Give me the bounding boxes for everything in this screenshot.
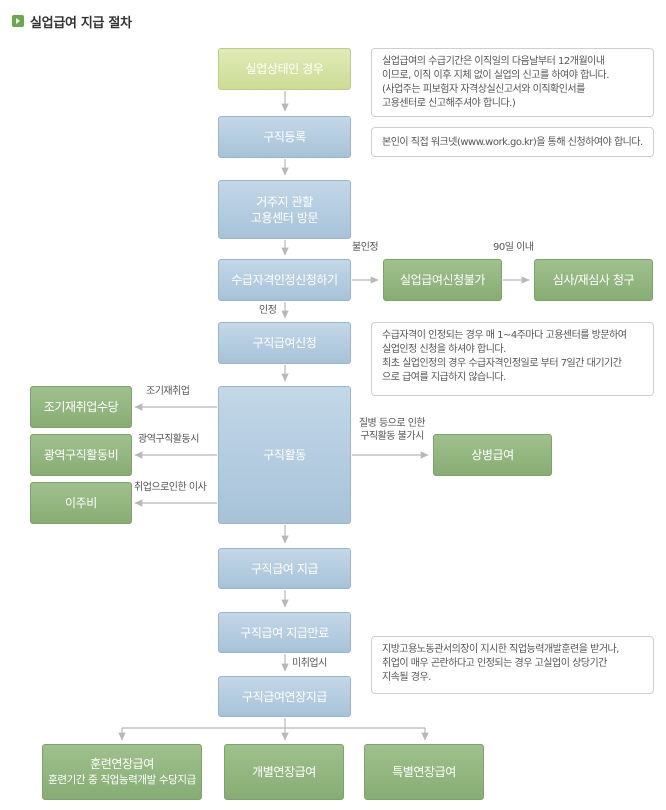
node-early-reemployment: 조기재취업수당: [30, 386, 132, 428]
label-within-90-days: 90일 이내: [493, 242, 534, 253]
note-claim-period-line2: 이므로, 이직 이후 지체 없이 실업의 신고를 하여야 합니다.: [382, 70, 609, 81]
note-extension: 지방고용노동관서의장이 지시한 직업능력개발훈련을 받거나, 취업이 매우 곤란…: [371, 636, 654, 694]
node-job-register: 구직등록: [218, 116, 351, 158]
label-not-approved: 불인정: [352, 242, 379, 253]
note-claim-period-line1: 실업급여의 수급기간은 이직일의 다음날부터 12개월이내: [382, 56, 605, 67]
note-claim-period-line4: 고용센터로 신고해주셔야 합니다.): [382, 98, 516, 109]
node-relocation: 이주비: [30, 482, 132, 524]
node-unemployed: 실업상태인 경우: [218, 48, 351, 90]
node-apply-benefit: 구직급여신청: [218, 322, 351, 364]
note-recognition-line4: 으로 급여를 지급하지 않습니다.: [382, 372, 506, 383]
node-job-search: 구직활동: [218, 386, 351, 524]
node-training-line1: 훈련연장급여: [90, 757, 154, 771]
note-extension-line2: 취업이 매우 곤란하다고 인정되는 경우 고실업이 상당기간: [382, 658, 607, 669]
note-claim-period: 실업급여의 수급기간은 이직일의 다음날부터 12개월이내 이므로, 이직 이후…: [371, 48, 654, 117]
note-recognition-line2: 실업인정 신청을 하셔야 합니다.: [382, 344, 506, 355]
node-wide-area-search: 광역구직활동비: [30, 434, 132, 476]
node-visit-line1: 거주지 관할: [256, 194, 313, 209]
label-sickness-line1: 질병 등으로 인한: [358, 418, 426, 429]
page-title: 실업급여 지급 절차: [12, 12, 132, 31]
note-recognition-line1: 수급자격이 인정되는 경우 매 1~4주마다 고용센터를 방문하여: [382, 330, 627, 341]
node-individual-extension: 개별연장급여: [224, 744, 344, 800]
node-training-line2: 훈련기간 중 직업능력개발 수당지급: [48, 774, 196, 786]
note-extension-line1: 지방고용노동관서의장이 지시한 직업능력개발훈련을 받거나,: [382, 644, 619, 655]
node-visit-line2: 고용센터 방문: [250, 210, 319, 225]
node-apply-qualification: 수급자격인정신청하기: [218, 259, 351, 301]
node-visit-center: 거주지 관할 고용센터 방문: [218, 180, 351, 239]
node-training-extension: 훈련연장급여 훈련기간 중 직업능력개발 수당지급: [42, 744, 202, 800]
node-review-request: 심사/재심사 청구: [534, 259, 653, 301]
arrow-right-icon: [12, 15, 24, 27]
note-recognition-line3: 최초 실업인정의 경우 수급자격인정일로 부터 7일간 대기기간: [382, 358, 622, 369]
label-approved: 인정: [259, 305, 277, 316]
note-recognition: 수급자격이 인정되는 경우 매 1~4주마다 고용센터를 방문하여 실업인정 신…: [371, 322, 654, 396]
label-sickness: 질병 등으로 인한 구직활동 불가시: [352, 417, 432, 443]
node-sickness: 상병급여: [433, 434, 552, 476]
note-extension-line3: 지속될 경우.: [382, 672, 431, 683]
label-early-reemployment: 조기재취업: [146, 386, 190, 397]
node-benefit-pay-end: 구직급여 지급만료: [218, 612, 351, 653]
note-worknet: 본인이 직접 워크넷(www.work.go.kr)을 통해 신청하여야 합니다…: [371, 127, 654, 157]
label-wide-area: 광역구직활동시: [138, 434, 199, 445]
node-no-benefit: 실업급여신청불가: [383, 259, 502, 301]
label-not-employed: 미취업시: [292, 658, 327, 669]
node-extended-pay: 구직급여연장지급: [218, 676, 351, 717]
title-text: 실업급여 지급 절차: [30, 15, 132, 31]
node-benefit-pay: 구직급여 지급: [218, 548, 351, 589]
node-special-extension: 특별연장급여: [364, 744, 484, 800]
note-claim-period-line3: (사업주는 피보험자 자격상실신고서와 이직확인서를: [382, 84, 585, 95]
label-sickness-line2: 구직활동 불가시: [360, 431, 424, 442]
label-relocation: 취업으로인한 이사: [134, 482, 207, 493]
note-worknet-line1: 본인이 직접 워크넷(www.work.go.kr)을 통해 신청하여야 합니다…: [382, 137, 643, 148]
